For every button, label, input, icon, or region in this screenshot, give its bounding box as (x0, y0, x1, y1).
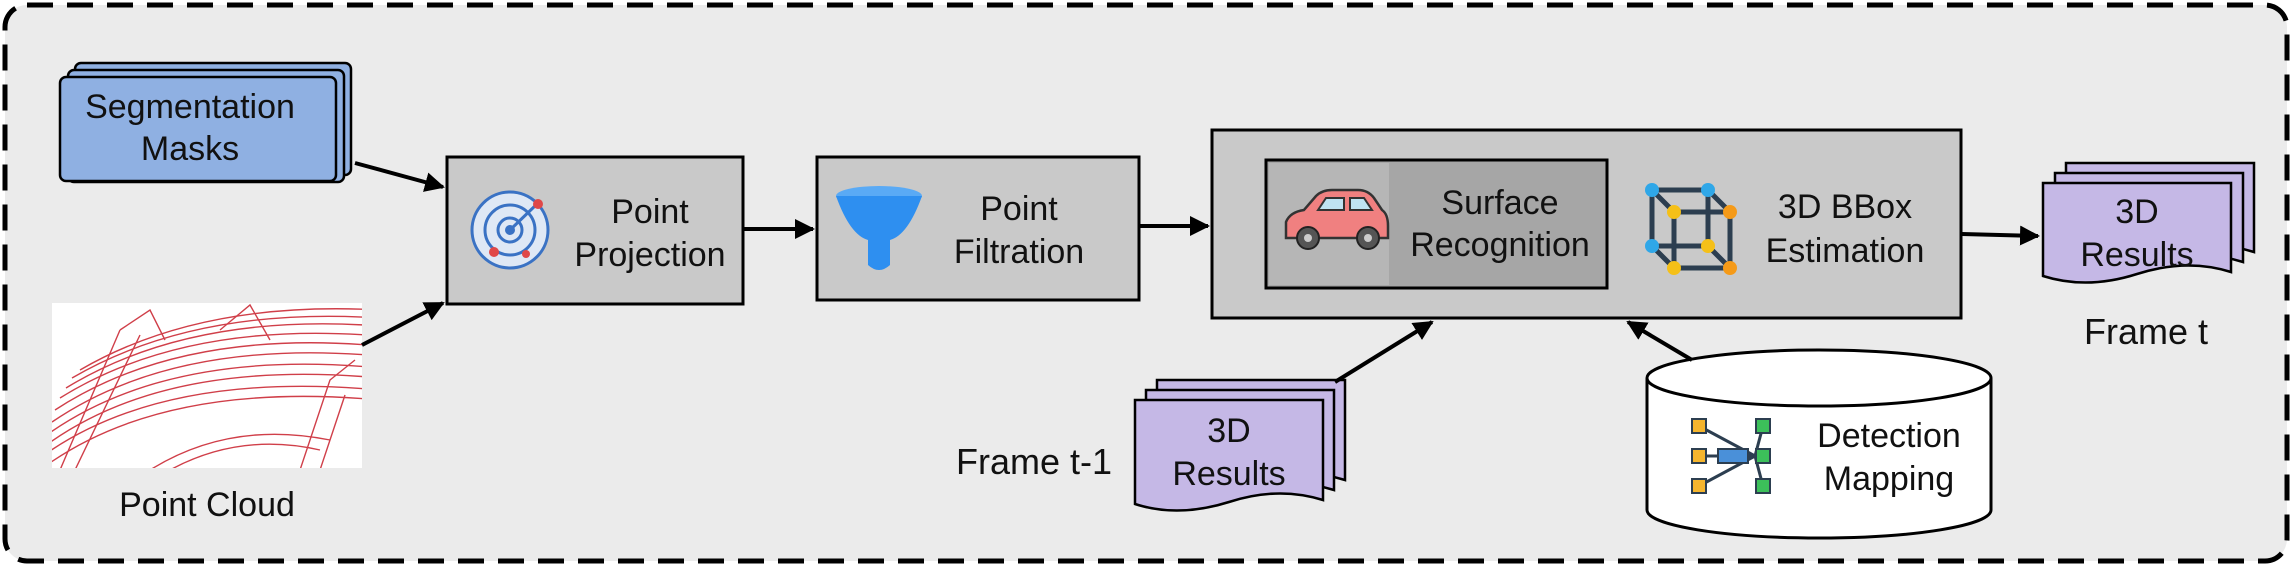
arrow-estimation-to-output (1961, 225, 2040, 246)
output-results-stack: 3D Results (2041, 161, 2256, 284)
surface-label-line1: Surface (1441, 184, 1558, 222)
radar-icon (470, 190, 550, 270)
estimation-container: Surface Recognition 3D BBox Estimation (1210, 128, 1963, 320)
arrow-cloud-to-projection (361, 301, 445, 347)
arrow-mapping-to-estimation (1626, 320, 1694, 362)
point-projection-box: Point Projection (445, 155, 745, 306)
surface-label-line2: Recognition (1410, 226, 1590, 264)
segmentation-masks-stack: Segmentation Masks (58, 61, 353, 184)
point-cloud-image: Point Cloud (52, 303, 362, 524)
detection-label-line1: Detection (1817, 417, 1961, 455)
masks-label-line1: Segmentation (85, 88, 295, 126)
arrow-prev-results-to-estimation (1333, 320, 1434, 384)
bbox-label-line1: 3D BBox (1778, 188, 1912, 226)
arrow-masks-to-projection (354, 161, 445, 192)
hierarchy-icon (1691, 418, 1771, 494)
point-filtration-box: Point Filtration (815, 155, 1141, 302)
frame-t-minus-1-label: Frame t-1 (956, 441, 1112, 482)
funnel-icon (836, 186, 922, 270)
detection-mapping-database: Detection Mapping (1645, 348, 1993, 540)
filtration-label-line2: Filtration (954, 233, 1084, 271)
bbox-label-line2: Estimation (1766, 232, 1925, 270)
output-results-line1: 3D (2115, 193, 2158, 231)
filtration-label-line1: Point (980, 190, 1058, 228)
detection-label-line2: Mapping (1824, 460, 1954, 498)
point-cloud-caption: Point Cloud (119, 486, 295, 524)
projection-label-line1: Point (611, 193, 689, 231)
prev-results-stack: 3D Results (1133, 378, 1347, 512)
car-icon (1284, 188, 1390, 250)
frame-t-label: Frame t (2084, 311, 2208, 352)
prev-results-line2: Results (1172, 455, 1285, 493)
masks-label-line2: Masks (141, 130, 239, 168)
prev-results-line1: 3D (1207, 412, 1250, 450)
projection-label-line2: Projection (574, 236, 725, 274)
output-results-line2: Results (2080, 236, 2193, 274)
